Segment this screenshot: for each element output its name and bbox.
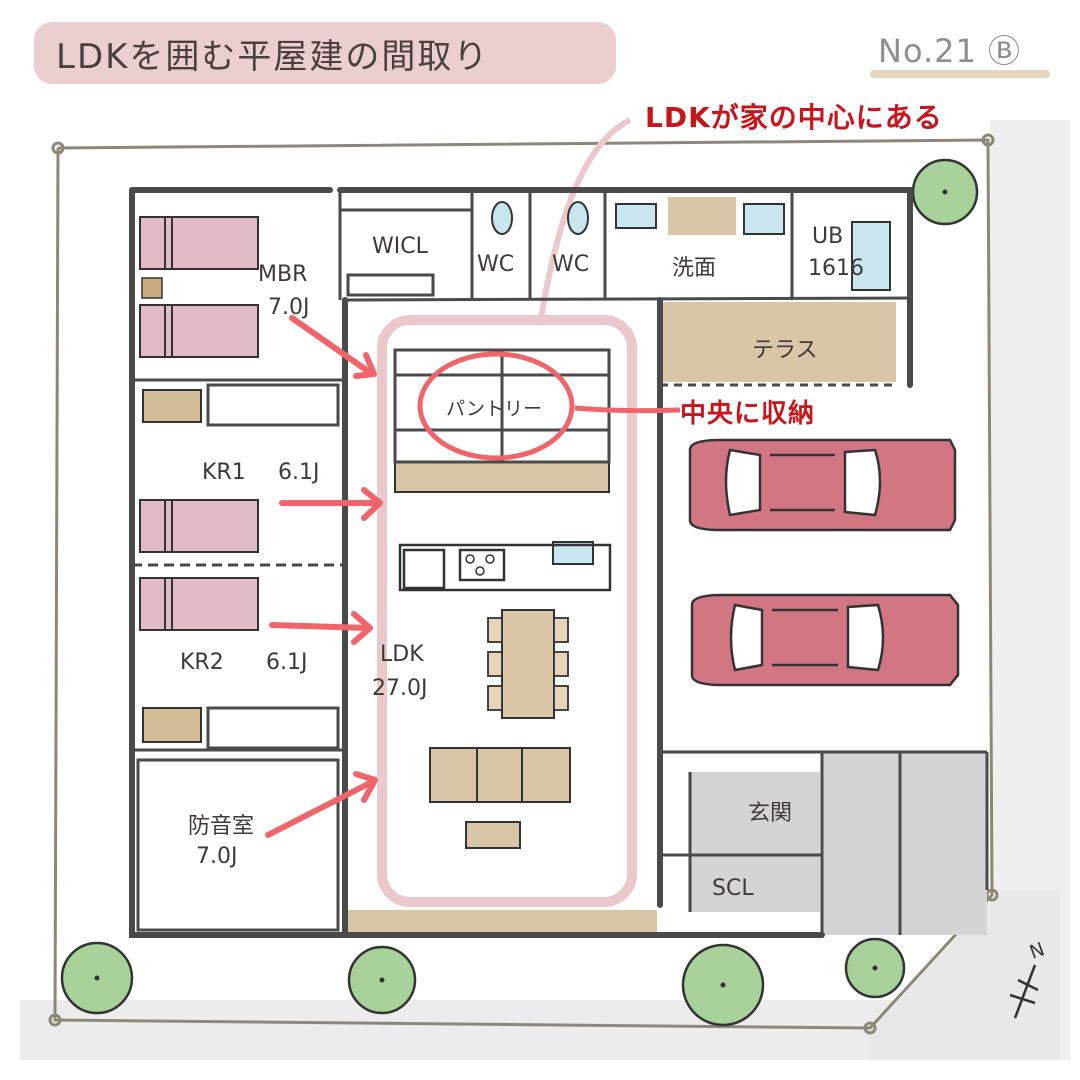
room-washroom-name: 洗面 (672, 256, 717, 281)
tree-icons (60, 158, 979, 1027)
room-soundproof-size: 7.0J (196, 844, 238, 869)
room-wicl-name: WICL (372, 234, 428, 259)
room-kr1-name: KR1 (202, 460, 246, 485)
room-entrance-name: 玄関 (748, 801, 793, 826)
room-kr2-name: KR2 (180, 650, 224, 675)
room-ldk-size: 27.0J (372, 676, 428, 701)
arrow-icons (265, 315, 383, 838)
site-boundary (48, 133, 999, 1035)
callout-central-storage: 中央に収納 (680, 399, 816, 429)
plan-number-underline (870, 70, 1050, 78)
callout-ldk-center: LDKが家の中心にある (645, 101, 943, 134)
room-scl-name: SCL (712, 876, 754, 901)
room-pantry-name: パントリー (446, 398, 542, 420)
plan-number: No.21 Ⓑ (878, 32, 1022, 70)
room-mbr-name: MBR (258, 262, 308, 287)
room-terrace-name: テラス (752, 338, 818, 363)
room-kr1-size: 6.1J (278, 460, 320, 485)
title-text: LDKを囲む平屋建の間取り (56, 36, 490, 77)
compass-icon (1009, 964, 1039, 1019)
room-kr2-size: 6.1J (266, 650, 308, 675)
room-wc1-name: WC (477, 252, 515, 277)
room-mbr-size: 7.0J (268, 295, 310, 320)
room-wc2-name: WC (552, 252, 590, 277)
bed-icons (139, 216, 259, 631)
page-title: LDKを囲む平屋建の間取り (34, 22, 616, 84)
room-ub-size: 1616 (808, 256, 864, 281)
room-ldk-name: LDK (380, 642, 424, 667)
room-ub-name: UB (812, 224, 844, 249)
room-soundproof-name: 防音室 (188, 814, 255, 839)
car-icons (688, 438, 960, 687)
